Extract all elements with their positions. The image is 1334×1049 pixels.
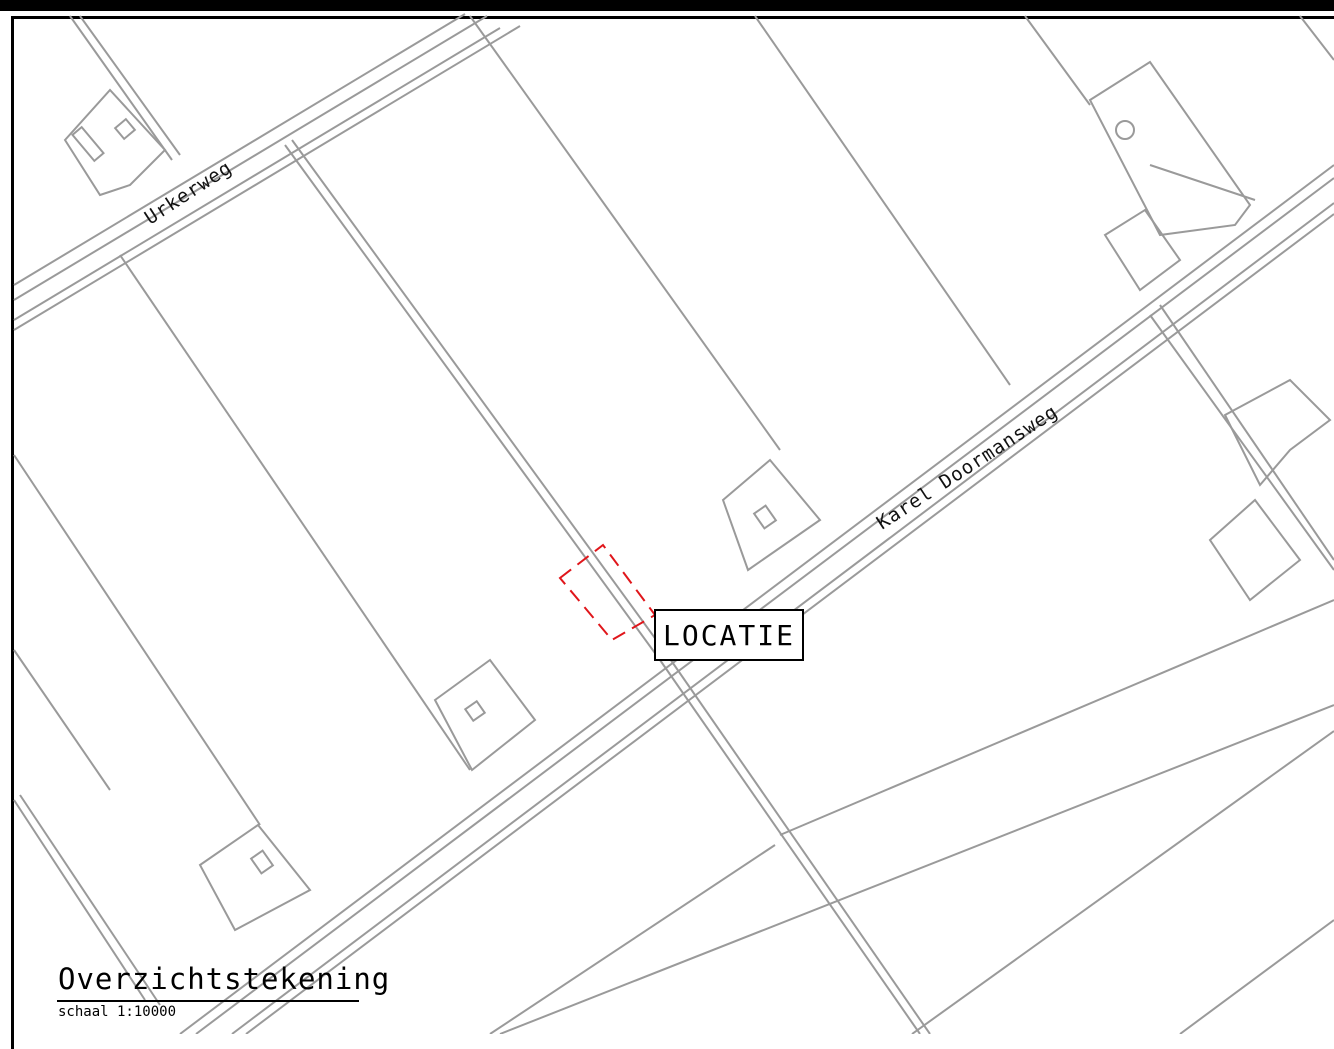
drawing-title: Overzichtstekening [58, 962, 391, 996]
parcel-lines [13, 13, 1334, 1034]
title-underline [57, 1000, 359, 1002]
scale-text: schaal 1:10000 [58, 1004, 177, 1020]
location-label: LOCATIE [662, 618, 795, 652]
road-label-urkerweg: Urkerweg [141, 157, 236, 230]
map-frame [11, 16, 1334, 1049]
top-border-bar [0, 0, 1334, 11]
location-marker [558, 543, 657, 642]
road-label-karel-doormansweg: Karel Doormansweg [873, 401, 1062, 535]
location-label-box: LOCATIE [654, 609, 804, 661]
